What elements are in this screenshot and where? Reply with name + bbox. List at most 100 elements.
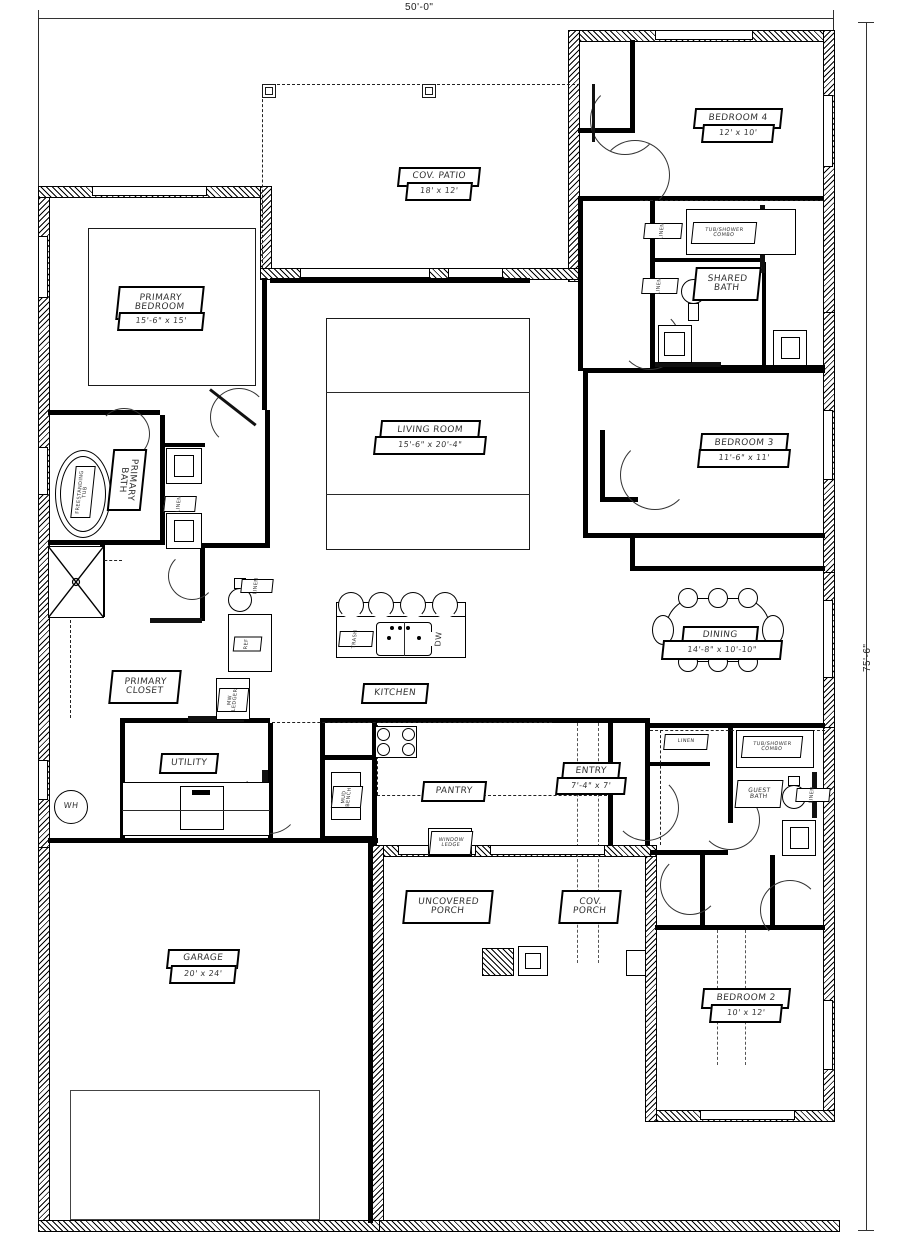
tub-shower-upper-line2: COMBO (712, 232, 735, 238)
porch-step (626, 950, 646, 976)
soffit-line-west (262, 84, 263, 268)
primary-bath-line2: BATH (116, 467, 130, 493)
door-guest-bath-swing (700, 790, 760, 850)
wall-living-north (270, 278, 530, 283)
exterior-wall-se-left (645, 845, 657, 1122)
right-dimension-tick-top (858, 22, 874, 23)
fixture-label-tub-shower-upper: TUB/SHOWER COMBO (690, 222, 758, 244)
barstool-2 (368, 592, 394, 618)
garage-slab-outline (70, 1090, 320, 1220)
exterior-wall-garage-bottom (38, 1220, 380, 1232)
porch-column-1 (482, 948, 514, 976)
wall-utility-south (48, 838, 378, 843)
washer-panel (192, 790, 210, 795)
wall-primary-bath-east (160, 415, 165, 543)
wall-bed3-south-in (630, 538, 635, 571)
tub-shower-lower-line2: COMBO (760, 746, 783, 752)
window-primarybath-west (38, 447, 48, 495)
exterior-wall-ne-left (568, 30, 580, 282)
room-dim-primary-bedroom: 15'-6" x 15' (117, 312, 205, 331)
room-label-shared-bath: SHARED BATH (692, 267, 762, 301)
room-label-primary-bath: PRIMARY BATH (106, 449, 148, 511)
faucet-3 (406, 626, 410, 630)
wall-guest-bath-south (650, 850, 728, 855)
wall-living-east (578, 278, 583, 368)
burner-4 (402, 743, 415, 756)
fixture-label-linen-primary: LINEN (163, 496, 197, 512)
wall-shared-bath-east-stub (762, 262, 766, 366)
fixture-label-window-ledge: WINDOW LEDGE (428, 831, 474, 855)
shared-bath-line2: BATH (713, 283, 740, 293)
room-dim-entry: 7'-4" x 7' (555, 777, 627, 795)
soffit-line-north (262, 84, 580, 85)
wall-garage-east (368, 843, 373, 1223)
overall-depth-dimension: 75'-6" (862, 643, 873, 672)
dining-chair-t2 (708, 588, 728, 608)
fixture-label-microwave-ledger: MW LEDGER (216, 688, 250, 712)
wall-bed3-closet-bottom (600, 497, 638, 502)
tray-living-line-1 (326, 392, 530, 393)
fixture-label-linen-guest: LINEN (795, 787, 831, 803)
porch-column-2-inner (525, 953, 541, 969)
window-bed2-south (700, 1110, 795, 1120)
primary-closet-line2: CLOSET (125, 686, 164, 696)
primary-vanity-lower-basin (174, 520, 194, 542)
door-bed4-entry-swing (600, 140, 670, 210)
window-bed3-east (823, 410, 833, 480)
beam-box-inner-2 (425, 87, 433, 95)
wall-primary-bath-vanity (165, 443, 205, 447)
mud-bench-line2: BENCH (344, 787, 354, 807)
window-primary-west (38, 236, 48, 298)
window-porch-south-2 (490, 845, 605, 855)
wall-dining-north (630, 566, 825, 571)
wall-bed3-west (583, 373, 588, 538)
wall-pantry-west (372, 723, 377, 845)
dining-chair-t3 (738, 588, 758, 608)
window-ledge-line2: LEDGE (441, 842, 461, 848)
room-dim-cov-patio: 18' x 12' (405, 182, 473, 201)
window-bed2-east (823, 1000, 833, 1070)
fixture-label-mud-bench: MUD BENCH (330, 786, 364, 808)
room-dim-living: 15'-6" x 20'-4" (373, 436, 487, 455)
room-label-utility: UTILITY (158, 753, 220, 774)
primary-bedroom-line2: BEDROOM (134, 302, 185, 312)
fixture-label-trash: TRASH (338, 630, 374, 648)
water-heater-circle (54, 790, 88, 824)
door-bed4-leaf (592, 84, 595, 142)
wall-pantry-north (320, 755, 375, 760)
wall-bed2-north (655, 925, 825, 930)
cov-porch-line2: PORCH (572, 906, 607, 916)
wall-pantry-stub (320, 723, 325, 841)
tray-ceiling-primary (88, 228, 256, 386)
beam-box-inner-1 (265, 87, 273, 95)
wall-guest-bath-north (650, 723, 825, 728)
right-dimension-tick-bottom (858, 1230, 874, 1231)
shared-bath-vanity-basin (664, 332, 685, 356)
barstool-3 (400, 592, 426, 618)
wall-shared-bath-north-div (655, 258, 760, 262)
window-dining-east (823, 600, 833, 678)
wall-kitchen-south (320, 718, 550, 723)
dining-chair-t1 (678, 588, 698, 608)
guest-bath-toilet-tank (788, 776, 800, 786)
freestanding-tub-line2: TUB (81, 486, 89, 498)
attic-line-pantry (377, 795, 607, 796)
primary-shower-x (48, 546, 104, 618)
room-label-guest-bath: GUEST BATH (734, 780, 784, 808)
exterior-wall-porch-left (372, 845, 384, 1232)
room-label-kitchen: KITCHEN (360, 683, 430, 704)
wall-primary-bath-south (48, 540, 165, 545)
laundry-shelf-line (122, 810, 270, 811)
faucet-2 (398, 626, 402, 630)
room-label-uncovered-porch: UNCOVERED PORCH (402, 890, 494, 924)
overall-width-dimension: 50'-0" (405, 2, 434, 13)
fixture-label-dishwasher: DW (425, 632, 453, 646)
wall-center-south (550, 718, 650, 723)
top-dimension-line (38, 18, 833, 19)
exterior-wall-garage-west (38, 838, 50, 1232)
right-dimension-line (866, 22, 867, 1230)
window-primary-north (92, 186, 207, 196)
tray-ceiling-bed4 (640, 200, 823, 201)
fixture-label-tub-shower-lower: TUB/SHOWER COMBO (740, 736, 804, 758)
